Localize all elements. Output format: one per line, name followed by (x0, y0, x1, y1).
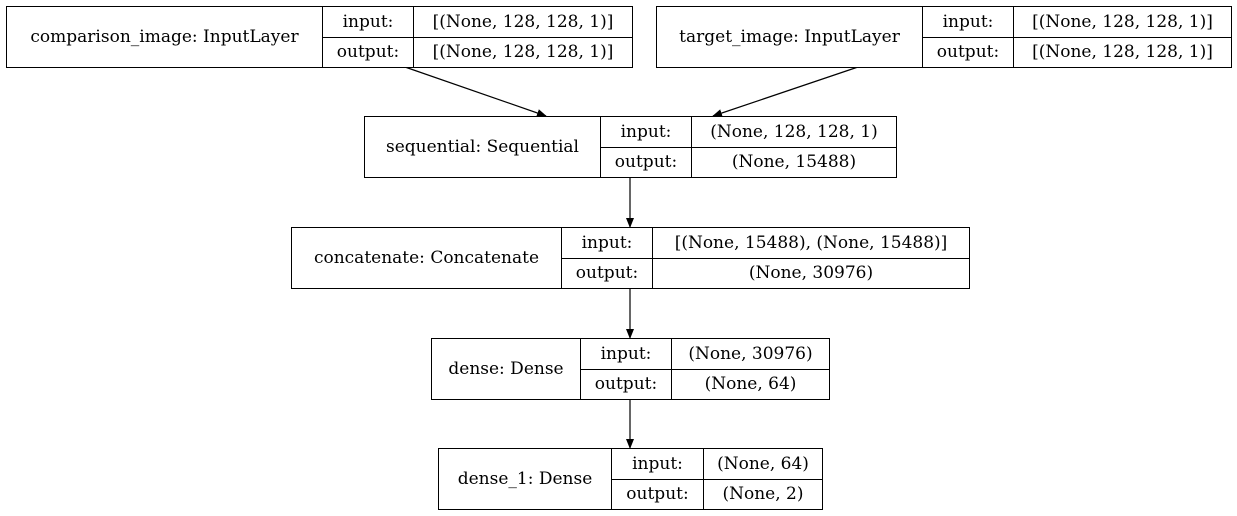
node-dense-1: dense_1: Dense input: output: (None, 64)… (438, 448, 823, 510)
output-label: output: (594, 374, 658, 395)
output-shape: (None, 30976) (748, 263, 874, 284)
node-title: dense: Dense (432, 339, 581, 399)
input-label: input: (923, 7, 1013, 38)
node-target-image: target_image: InputLayer input: output: … (656, 6, 1232, 68)
node-title: concatenate: Concatenate (292, 228, 562, 288)
output-shape: (None, 15488) (731, 152, 857, 173)
input-label: input: (612, 449, 703, 480)
node-title: target_image: InputLayer (657, 7, 923, 67)
input-label: input: (581, 339, 671, 370)
input-label: input: (323, 7, 413, 38)
node-title: comparison_image: InputLayer (7, 7, 323, 67)
output-shape: [(None, 128, 128, 1)] (432, 42, 614, 63)
node-dense: dense: Dense input: output: (None, 30976… (431, 338, 830, 400)
output-label: output: (626, 484, 689, 505)
output-label: output: (936, 42, 1000, 63)
output-shape: (None, 64) (704, 374, 797, 395)
input-label: input: (601, 117, 691, 148)
node-concatenate: concatenate: Concatenate input: output: … (291, 227, 970, 289)
input-shape: [(None, 15488), (None, 15488)] (653, 228, 969, 259)
output-label: output: (575, 263, 639, 284)
node-comparison-image: comparison_image: InputLayer input: outp… (6, 6, 633, 68)
output-shape: [(None, 128, 128, 1)] (1032, 42, 1213, 63)
node-sequential: sequential: Sequential input: output: (N… (364, 116, 897, 178)
input-shape: (None, 128, 128, 1) (692, 117, 896, 148)
edge-target-to-sequential (712, 66, 859, 117)
output-label: output: (614, 152, 678, 173)
input-shape: (None, 64) (704, 449, 822, 480)
output-label: output: (336, 42, 400, 63)
node-title: dense_1: Dense (439, 449, 612, 509)
output-shape: (None, 2) (722, 484, 804, 505)
node-title: sequential: Sequential (365, 117, 601, 177)
input-shape: [(None, 128, 128, 1)] (414, 7, 632, 38)
edge-comparison-to-sequential (404, 66, 547, 117)
input-label: input: (562, 228, 652, 259)
input-shape: [(None, 128, 128, 1)] (1014, 7, 1231, 38)
input-shape: (None, 30976) (672, 339, 829, 370)
